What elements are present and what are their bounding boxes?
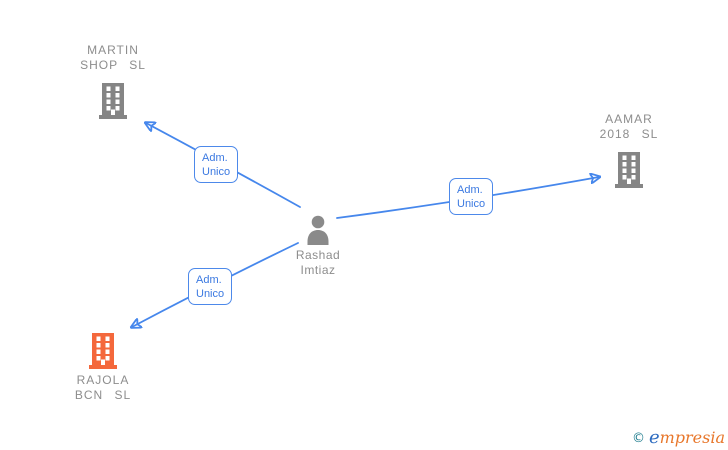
company-name-line1: RAJOLA [76,373,130,387]
company-name: MARTIN SHOP SL [80,43,146,73]
person-name: Rashad Imtiaz [296,248,340,278]
company-node-aamar-2018-sl[interactable]: AAMAR 2018 SL [564,112,694,188]
person-icon [302,215,334,245]
person-node-rashad-imtiaz[interactable]: Rashad Imtiaz [258,215,378,278]
edge-label-line2: Unico [457,198,486,210]
company-node-martin-shop-sl[interactable]: MARTIN SHOP SL [48,43,178,119]
person-name-line1: Rashad [295,248,341,262]
edge-label-adm-unico-martin: Adm. Unico [194,146,239,183]
empresia-logo-initial: e [648,427,660,448]
person-name-line2: Imtiaz [300,263,336,277]
edge-label-line1: Adm. [196,274,222,286]
edge-label-line1: Adm. [457,184,483,196]
company-node-rajola-bcn-sl[interactable]: RAJOLA BCN SL [38,333,168,403]
empresia-logo-text: empresia [648,427,725,448]
building-icon [88,333,118,369]
edge-label-adm-unico-rajola: Adm. Unico [188,268,233,305]
company-name-line1: MARTIN [87,43,139,57]
company-name-line1: AAMAR [605,112,653,126]
building-icon [98,83,128,119]
company-name: RAJOLA BCN SL [75,373,131,403]
edge-label-adm-unico-aamar: Adm. Unico [449,178,494,215]
empresia-watermark: ©empresia [632,427,725,448]
company-name-line2: BCN SL [74,388,132,402]
copyright-symbol: © [631,431,645,446]
company-name-line2: SHOP SL [80,58,146,72]
edge-label-line2: Unico [196,288,225,300]
empresia-logo-rest: mpresia [659,428,725,447]
building-icon [614,152,644,188]
company-name-line2: 2018 SL [599,127,659,141]
edge-label-line1: Adm. [202,152,228,164]
company-name: AAMAR 2018 SL [600,112,659,142]
edge-label-line2: Unico [202,166,231,178]
